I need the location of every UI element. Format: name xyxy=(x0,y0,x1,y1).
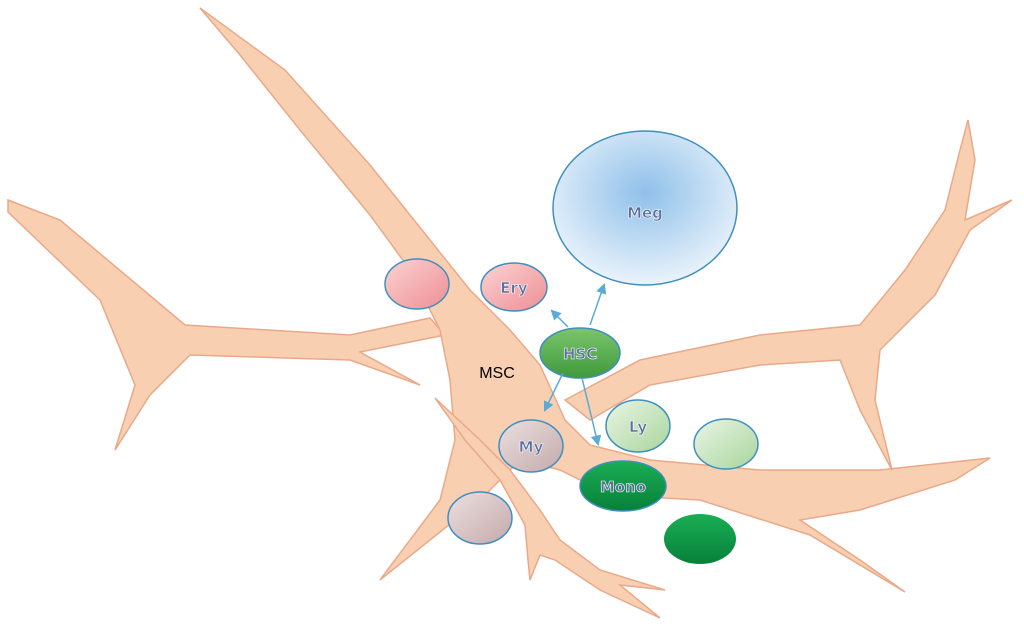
hsc-label: HSC xyxy=(563,345,597,363)
myeloid-cell: My xyxy=(498,419,564,473)
lymphoid-cell: Ly xyxy=(605,399,671,453)
msc-right-process xyxy=(563,119,1013,471)
hsc-cell: HSC xyxy=(539,327,621,379)
arrow-to-ery xyxy=(550,309,569,328)
msc-lower-process xyxy=(434,397,666,619)
arrow-to-meg xyxy=(589,283,607,326)
monocyte-cell-unlabeled xyxy=(664,514,736,564)
ery-label: Ery xyxy=(500,279,528,297)
msc-label: MSC xyxy=(479,365,515,382)
arrow-to-my xyxy=(543,372,564,412)
myeloid-cell-unlabeled xyxy=(447,491,513,545)
my-label: My xyxy=(519,438,544,456)
mono-label: Mono xyxy=(600,478,646,496)
lymphoid-cell-unlabeled xyxy=(693,418,759,470)
meg-label: Meg xyxy=(627,204,663,222)
ly-label: Ly xyxy=(629,418,648,436)
differentiation-arrows xyxy=(543,283,607,447)
megakaryocyte-cell: Meg xyxy=(552,130,738,286)
arrow-to-ly xyxy=(581,377,602,447)
msc-left-process xyxy=(7,198,447,451)
monocyte-cell: Mono xyxy=(579,460,667,512)
erythroid-cell-unlabeled xyxy=(384,258,450,310)
erythroid-cell: Ery xyxy=(480,262,548,312)
